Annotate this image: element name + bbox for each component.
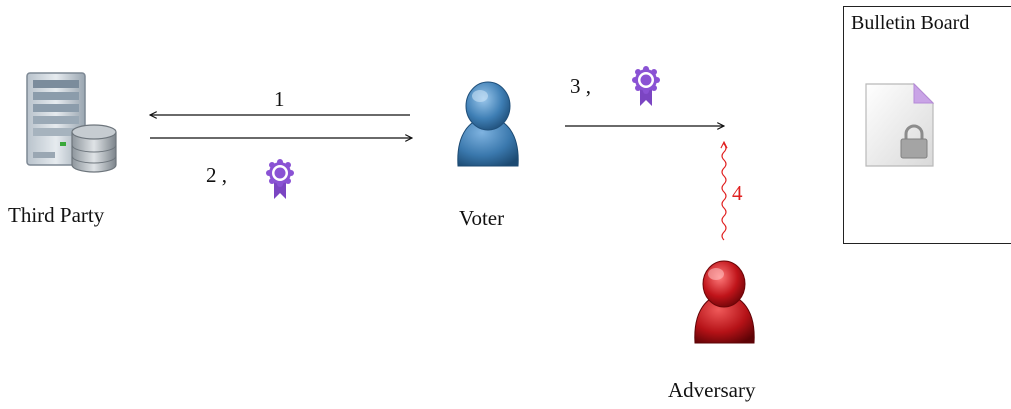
adversary-person-icon (694, 260, 755, 344)
voter-label: Voter (459, 206, 505, 230)
third-party-label: Third Party (8, 203, 105, 227)
adversary-label: Adversary (668, 378, 756, 402)
bulletin-board-panel (843, 6, 1011, 244)
step-4-label: 4 (732, 181, 743, 205)
step-1-label: 1 (274, 87, 285, 111)
server-icon (26, 72, 117, 173)
bulletin-board-title: Bulletin Board (851, 12, 970, 34)
locked-document-icon (865, 82, 935, 167)
credential-ribbon-icon-step-3 (632, 66, 660, 106)
arrow-step-4 (722, 142, 726, 241)
voter-person-icon (457, 81, 519, 167)
step-2-label: 2 , (206, 163, 227, 187)
credential-ribbon-icon-step-2 (266, 159, 294, 199)
step-3-label: 3 , (570, 74, 591, 98)
